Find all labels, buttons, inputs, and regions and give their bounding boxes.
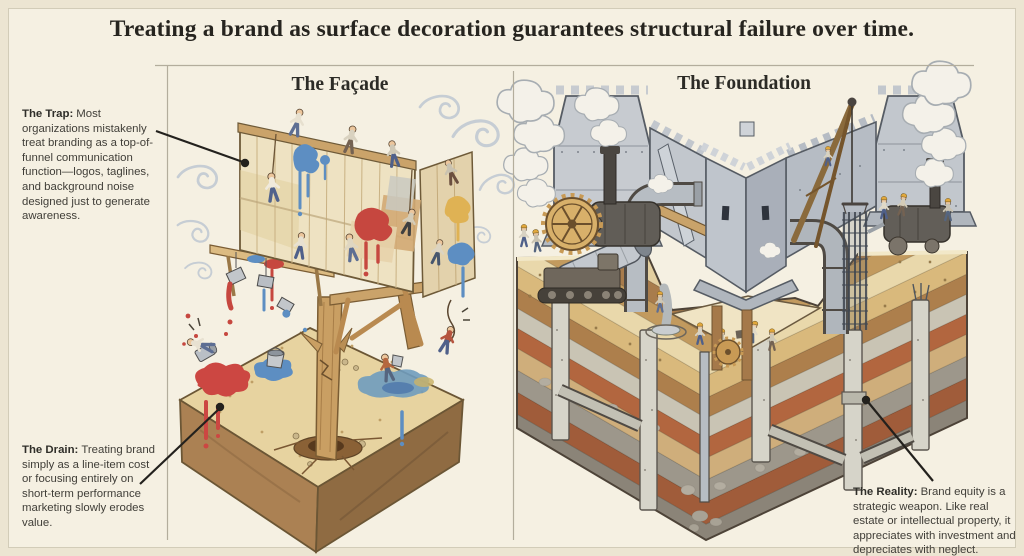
underground-pipes xyxy=(557,351,915,503)
trap-leader-dot xyxy=(240,158,250,168)
crane xyxy=(791,97,869,330)
reality-leader-dot xyxy=(861,395,871,405)
reality-leader-line xyxy=(867,401,934,482)
yellow-stain xyxy=(414,377,434,387)
foundation-panel-label: The Foundation xyxy=(677,73,811,94)
timber-post xyxy=(711,305,723,371)
window-slit xyxy=(721,205,730,221)
chimney xyxy=(603,151,617,205)
blue-paint-spill xyxy=(254,357,293,381)
leader-lines xyxy=(139,129,934,485)
annotation-trap: The Trap:Most organizations mistakenly t… xyxy=(22,107,166,224)
steam-engine-left xyxy=(537,146,661,304)
annotation-reality-text: Brand equity is a strategic weapon. Like… xyxy=(853,486,1016,556)
red-paint-spill xyxy=(195,362,251,397)
rebar-cage xyxy=(842,212,868,330)
blue-splash-rear xyxy=(447,242,475,266)
yellow-splash xyxy=(444,196,471,224)
post-crack xyxy=(319,359,333,381)
billboard-top-rail xyxy=(237,122,417,171)
flywheel-icon xyxy=(541,193,603,255)
paint-spills-ground xyxy=(194,342,434,449)
scaffold-walkway xyxy=(182,244,433,355)
annotation-reality-label: The Reality: xyxy=(853,486,918,498)
billboard-paint-splashes xyxy=(293,144,393,277)
annotation-drain-label: The Drain: xyxy=(22,444,79,456)
foundation-illustration xyxy=(496,60,978,542)
annotation-reality: The Reality:Brand equity is a strategic … xyxy=(853,485,1017,556)
facade-illustration xyxy=(173,94,517,554)
annotation-trap-label: The Trap: xyxy=(22,108,74,120)
drain-leader-dot xyxy=(215,402,225,412)
window-slit xyxy=(761,205,770,221)
broken-post xyxy=(299,290,421,461)
concrete-piles xyxy=(551,283,930,511)
annotation-trap-text: Most organizations mistakenly treat bran… xyxy=(22,108,154,223)
timber-post xyxy=(741,309,753,381)
trap-leader-line xyxy=(155,129,244,164)
drain-leader-line xyxy=(139,408,220,485)
falling-bucket xyxy=(276,296,295,318)
hanging-bucket xyxy=(225,266,247,286)
billboard xyxy=(237,122,476,299)
pile-speckles xyxy=(555,329,924,471)
facade-workers xyxy=(186,108,470,381)
facade-panel-label: The Façade xyxy=(291,74,389,95)
page-title: Treating a brand as surface decoration g… xyxy=(109,16,915,42)
center-tower xyxy=(692,121,800,381)
annotation-drain: The Drain:Treating brand simply as a lin… xyxy=(22,443,160,531)
crane-pulley xyxy=(847,97,857,107)
ground-cracks xyxy=(273,437,383,475)
hanging-bucket-2 xyxy=(256,274,275,289)
divider-rules xyxy=(155,64,974,540)
annotation-drain-text: Treating brand simply as a line-item cos… xyxy=(22,444,155,529)
paint-bucket xyxy=(266,347,285,369)
